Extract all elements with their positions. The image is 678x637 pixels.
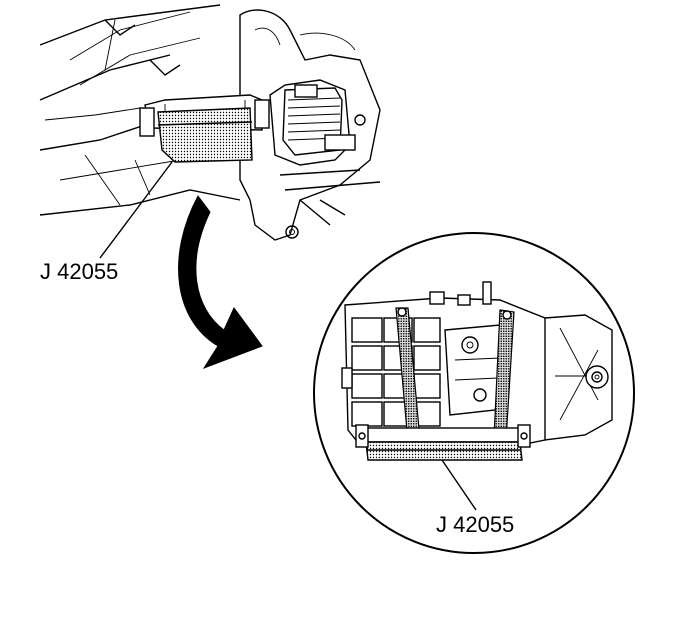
detail-view (313, 232, 635, 554)
bell-housing (544, 314, 613, 441)
transmission-side-view (341, 281, 613, 446)
transmission-case-top (269, 79, 366, 166)
jack-adapter-detail (355, 424, 531, 461)
frame-rails (39, 4, 241, 216)
detail-arrow (178, 195, 263, 370)
transmission-crossmember (239, 9, 381, 241)
case-ribs (287, 97, 341, 141)
bottom-callout-label: J 42055 (436, 512, 514, 537)
top-callout-label: J 42055 (40, 259, 118, 284)
vehicle-underbody-view (39, 4, 381, 259)
bottom-leader-line (441, 459, 477, 511)
top-leader-line (99, 161, 173, 259)
jack-adapter-top (139, 94, 270, 163)
